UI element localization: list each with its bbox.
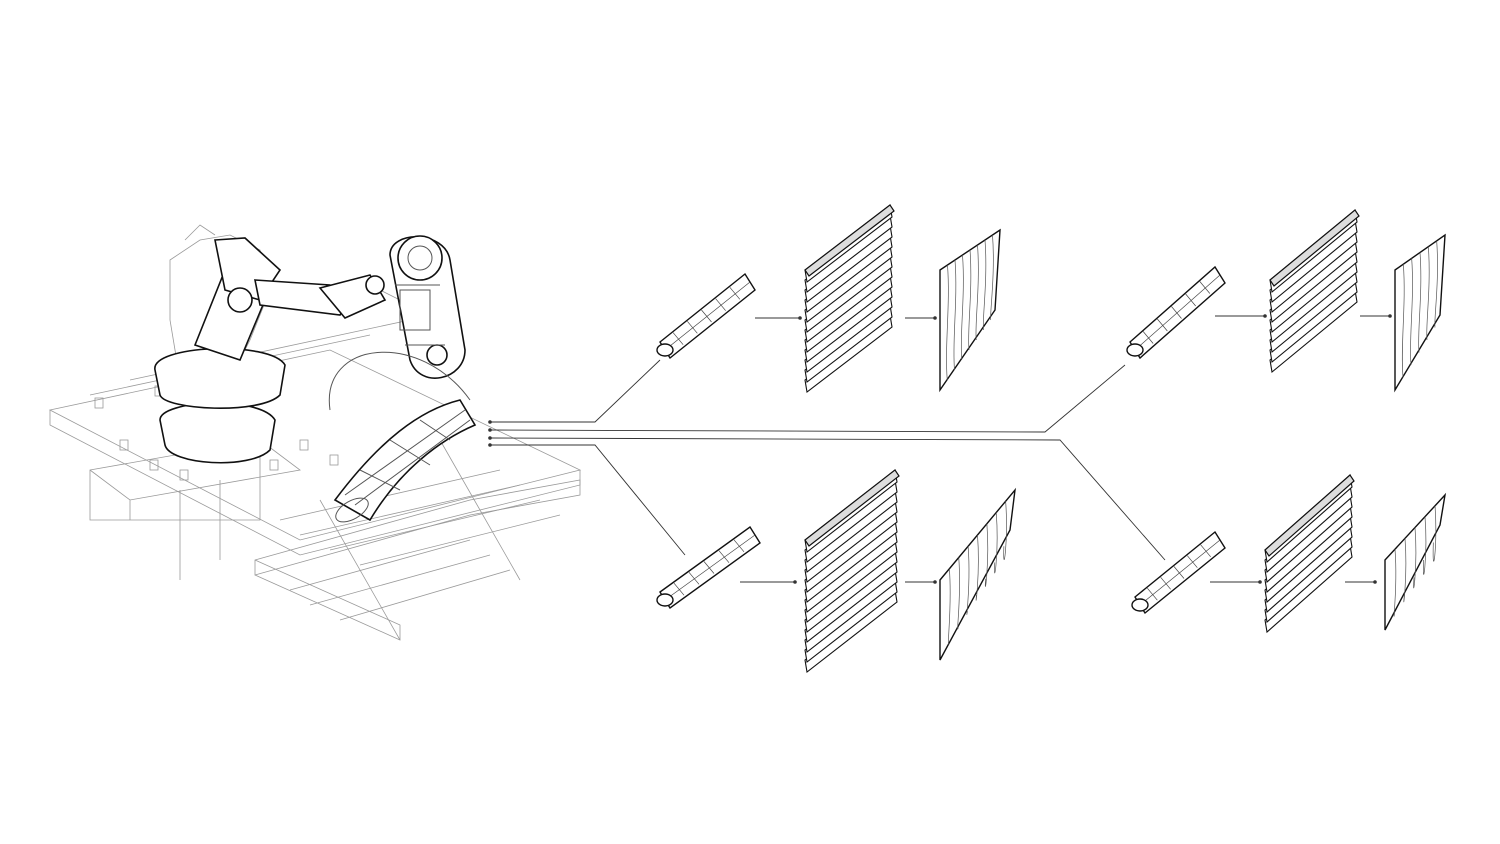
- sheet-strip: [946, 264, 949, 381]
- slice-stack: [804, 468, 900, 674]
- arrow-head: [1263, 314, 1267, 318]
- sheet-strip: [975, 244, 979, 341]
- branch-bottom-left: [656, 468, 1016, 674]
- industrial-robot: [154, 235, 466, 464]
- sheet-strip: [1401, 264, 1405, 378]
- sheet-strip: [975, 534, 979, 601]
- sheet-strip: [957, 557, 960, 630]
- sheet-strip: [1413, 527, 1417, 589]
- sheet-strip: [984, 523, 989, 587]
- slice-stack: [804, 204, 895, 393]
- arrow-head: [933, 580, 937, 584]
- log-segment: [1126, 265, 1226, 360]
- arrow-head: [1373, 580, 1377, 584]
- sheet-strip: [982, 239, 987, 331]
- unrolled-sheet: [939, 228, 1001, 393]
- sheet-strip: [953, 259, 957, 371]
- sheet-strip: [994, 512, 998, 574]
- log-segment: [656, 272, 756, 360]
- branch-bottom-right: [1131, 473, 1447, 634]
- sheet-strip: [968, 249, 972, 351]
- log-segment: [1131, 530, 1226, 615]
- sheet-strip: [1434, 240, 1438, 328]
- sheet-strip: [1432, 505, 1437, 562]
- sheet-strip: [1423, 516, 1427, 575]
- slice-stack: [1269, 208, 1360, 374]
- unrolled-sheet: [1384, 492, 1447, 631]
- log-workpiece: [333, 399, 477, 523]
- arrow-head: [798, 316, 802, 320]
- branch-connectors: [488, 359, 1166, 561]
- sheet-strip: [1418, 252, 1422, 353]
- sheet-strip: [1410, 258, 1413, 366]
- log-segment: [656, 525, 761, 610]
- sheet-strip: [948, 568, 951, 645]
- arrow-head: [933, 316, 937, 320]
- unrolled-sheet: [939, 487, 1016, 661]
- sheet-strip: [1003, 501, 1007, 561]
- branch-top-right: [1126, 208, 1446, 393]
- work-platform: [48, 319, 582, 641]
- arrow-head: [793, 580, 797, 584]
- sheet-strip: [1393, 549, 1397, 617]
- sheet-strip: [1426, 246, 1430, 341]
- sheet-strip: [966, 546, 970, 615]
- sheet-strip: [990, 234, 994, 321]
- reach-arc: [328, 351, 471, 411]
- arrow-head: [1258, 580, 1262, 584]
- sheet-strip: [960, 254, 964, 361]
- sheet-strip: [1403, 538, 1407, 603]
- unrolled-sheet: [1394, 233, 1446, 393]
- branch-top-left: [656, 204, 1001, 393]
- slice-stack: [1264, 473, 1355, 634]
- arrow-head: [1388, 314, 1392, 318]
